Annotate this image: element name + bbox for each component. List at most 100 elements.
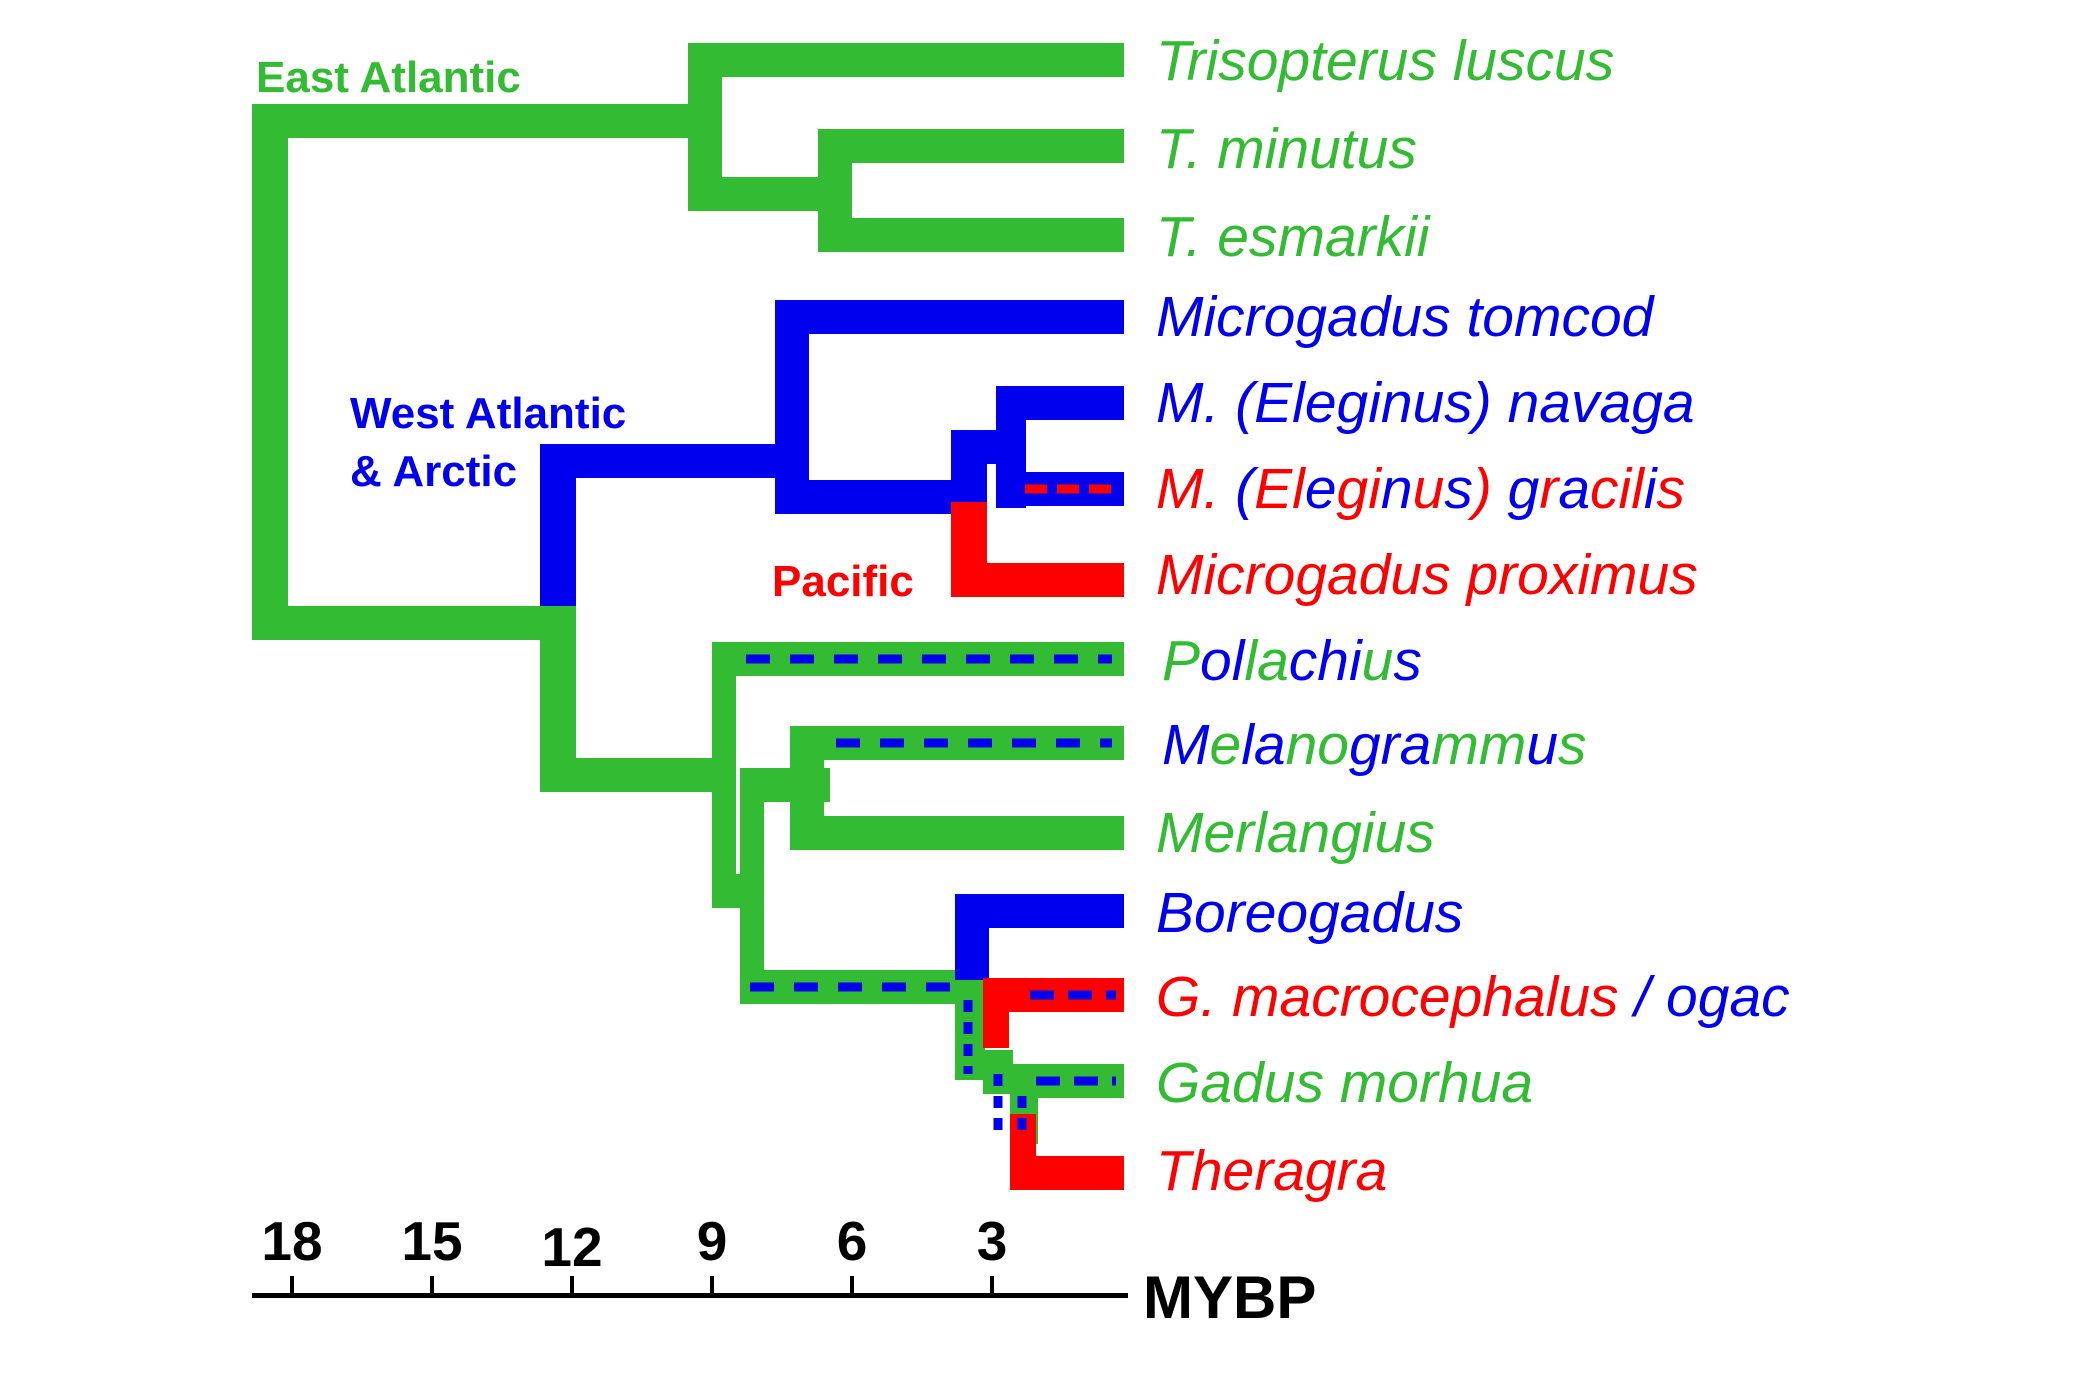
- branch-microgadus-tomcod: [775, 300, 1124, 334]
- axis-tick-label: 12: [541, 1216, 602, 1278]
- taxon-label: Merlangius: [1156, 801, 1435, 865]
- taxon-label-segment: M.: [1156, 457, 1235, 521]
- taxon-label-segment: chi: [1289, 629, 1363, 693]
- axis-line: [252, 1293, 1128, 1298]
- branch-boreogadus: [955, 894, 1124, 928]
- branch-gadine-to-node: [540, 758, 736, 792]
- taxon-label-segment: Microgadus proximus: [1156, 543, 1698, 607]
- time-axis: MYBP 18 15 12 9 6 3: [252, 1210, 1316, 1331]
- taxon-label-segment: s: [1558, 713, 1587, 777]
- taxon-label-segment: n: [1381, 457, 1413, 521]
- axis-tick-label: 9: [697, 1210, 728, 1272]
- axis-tick-label: 6: [837, 1210, 868, 1272]
- axis-tick: [710, 1276, 714, 1298]
- branch-microgadus-stem: [540, 444, 808, 478]
- taxon-label: M. (Eleginus) navaga: [1156, 371, 1695, 435]
- region-label-arctic: & Arctic: [350, 447, 517, 496]
- trisopterus-clade: [252, 43, 1124, 252]
- axis-tick: [290, 1276, 294, 1298]
- taxon-label-segment: u: [1362, 629, 1394, 693]
- taxon-label: T. esmarkii: [1156, 205, 1431, 269]
- taxon-label-segment: gi: [1337, 457, 1383, 521]
- taxon-label-segment: a: [1558, 457, 1590, 521]
- taxon-label: G. macrocephalus / ogac: [1156, 965, 1790, 1029]
- region-label-east-atlantic: East Atlantic: [256, 53, 521, 102]
- taxon-label-segment: s: [1444, 457, 1473, 521]
- root-stem: [252, 104, 574, 640]
- taxon-label-segment: Microgadus tomcod: [1156, 285, 1656, 349]
- taxon-label-segment: i: [1644, 457, 1658, 521]
- taxon-label-segment: ): [1467, 457, 1508, 521]
- branch-minutus-esmarkii-stem: [688, 177, 830, 211]
- taxon-label: Microgadus tomcod: [1156, 285, 1656, 349]
- taxon-label-segment: r: [1539, 457, 1560, 521]
- branch-eleginus-navaga: [996, 386, 1124, 420]
- branch-root-to-trisopterus: [252, 104, 716, 138]
- taxon-label-segment: u: [1413, 457, 1445, 521]
- branch-lower-node: [740, 768, 764, 1004]
- taxon-label-segment: G. macrocephalus: [1156, 965, 1619, 1029]
- taxon-label-segment: e: [1305, 457, 1337, 521]
- branch-microgadus-proximus: [951, 563, 1124, 597]
- taxon-label: T. minutus: [1156, 117, 1417, 181]
- taxon-label-segment: M: [1162, 713, 1210, 777]
- taxon-label-segment: El: [1254, 457, 1306, 521]
- branch-gadus-morhua: [1010, 1064, 1124, 1098]
- taxon-label-segment: / ogac: [1619, 965, 1790, 1029]
- taxon-label: Melanogrammus: [1162, 713, 1587, 777]
- taxon-label-segment: Trisopterus luscus: [1156, 29, 1614, 93]
- axis-tick: [570, 1276, 574, 1298]
- branch-root-to-lower-clade: [252, 606, 574, 640]
- axis-tick: [990, 1276, 994, 1298]
- branch-merlangius: [790, 816, 1124, 850]
- taxon-label-segment: M. (Eleginus) navaga: [1156, 371, 1695, 435]
- taxon-label-segment: cil: [1590, 457, 1645, 521]
- taxon-label: Microgadus proximus: [1156, 543, 1698, 607]
- taxon-label-segment: gra: [1349, 713, 1431, 777]
- branch-theragra: [1010, 1156, 1124, 1190]
- region-label-west-atlantic: West Atlantic: [350, 389, 626, 438]
- region-label-pacific: Pacific: [772, 557, 914, 606]
- branch-trisopterus-luscus: [688, 43, 1124, 77]
- gadus-clade: [955, 894, 1124, 1190]
- branch-pollachius-node: [712, 642, 736, 908]
- taxon-label: Gadus morhua: [1156, 1051, 1533, 1115]
- taxon-label-segment: e: [1209, 713, 1241, 777]
- taxon-label-segment: T. esmarkii: [1156, 205, 1431, 269]
- taxon-label-segment: la: [1244, 629, 1288, 693]
- axis-tick-label: 3: [977, 1210, 1008, 1272]
- branch-microgadus-node: [775, 300, 809, 514]
- taxon-label-segment: no: [1286, 713, 1349, 777]
- gadine-clade: [540, 606, 1124, 1004]
- axis-tick-label: 15: [401, 1210, 462, 1272]
- axis-tick: [850, 1276, 854, 1298]
- taxon-label-segment: s: [1393, 629, 1422, 693]
- axis-tick: [430, 1276, 434, 1298]
- taxon-label-segment: T. minutus: [1156, 117, 1417, 181]
- branch-t-esmarkii: [818, 218, 1124, 252]
- taxon-labels: Trisopterus luscus T. minutus T. esmarkiiM…: [1156, 29, 1790, 1203]
- taxon-label: Pollachius: [1162, 629, 1422, 693]
- taxon-label: Boreogadus: [1156, 881, 1463, 945]
- taxon-label: M. (Eleginus) gracilis: [1156, 457, 1685, 521]
- taxon-label-segment: g: [1508, 457, 1540, 521]
- taxon-label-segment: Merlangius: [1156, 801, 1435, 865]
- taxon-label-segment: mm: [1431, 713, 1526, 777]
- branch-root-vertical: [252, 104, 288, 640]
- taxon-label: Trisopterus luscus: [1156, 29, 1614, 93]
- taxon-label-segment: Boreogadus: [1156, 881, 1463, 945]
- taxon-label-segment: Gadus morhua: [1156, 1051, 1533, 1115]
- taxon-label-segment: s: [1657, 457, 1686, 521]
- taxon-label-segment: ol: [1200, 629, 1246, 693]
- taxon-label-segment: P: [1162, 629, 1200, 693]
- axis-unit-label: MYBP: [1143, 1264, 1316, 1331]
- taxon-label-segment: Theragra: [1156, 1139, 1387, 1203]
- axis-tick-label: 18: [261, 1210, 322, 1272]
- taxon-label-segment: u: [1526, 713, 1558, 777]
- microgadus-clade: [540, 300, 1124, 609]
- branch-t-minutus: [818, 129, 1124, 163]
- taxon-label-segment: la: [1241, 713, 1285, 777]
- taxon-label: Theragra: [1156, 1139, 1387, 1203]
